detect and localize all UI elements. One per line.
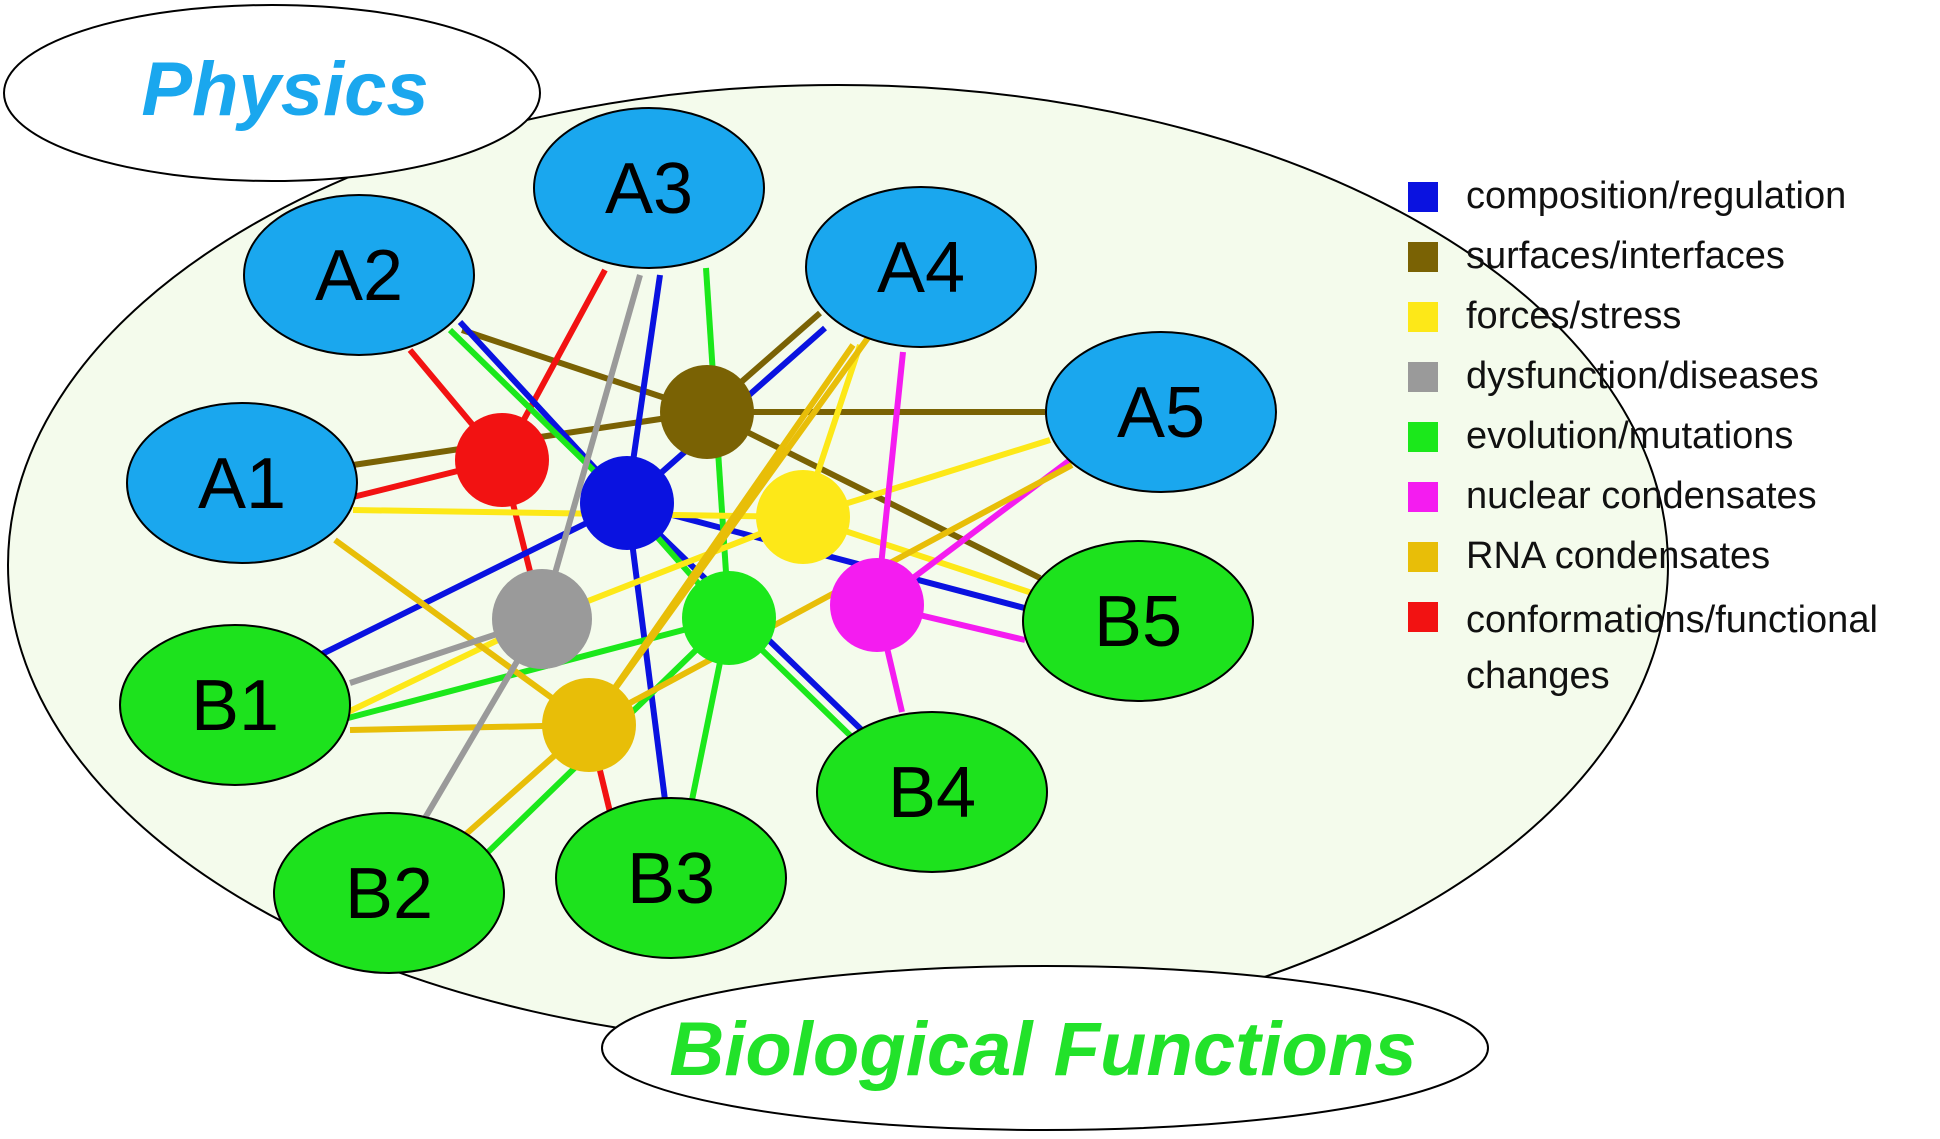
- node-b5: B5: [1022, 540, 1254, 702]
- legend-label: evolution/mutations: [1466, 415, 1794, 457]
- legend-label: forces/stress: [1466, 295, 1682, 337]
- legend-swatch: [1408, 242, 1438, 272]
- edge-gold: [586, 333, 873, 727]
- node-b1-label: B1: [191, 666, 279, 746]
- node-b5-label: B5: [1094, 582, 1182, 662]
- hub-composition: [580, 456, 674, 550]
- node-a4: A4: [805, 186, 1037, 348]
- legend-item-conformations: conformations/functional changes: [1408, 592, 1938, 704]
- node-a5-label: A5: [1117, 373, 1205, 453]
- physics-title: Physics: [3, 4, 541, 182]
- legend-item-surfaces: surfaces/interfaces: [1408, 232, 1938, 292]
- node-a5: A5: [1045, 331, 1277, 493]
- hub-conformations: [455, 413, 549, 507]
- hub-evolution: [682, 571, 776, 665]
- legend-label: surfaces/interfaces: [1466, 235, 1785, 277]
- edge-blue: [624, 502, 668, 801]
- node-b4-label: B4: [888, 753, 976, 833]
- node-a2-label: A2: [315, 236, 403, 316]
- edge-gold: [333, 537, 591, 728]
- node-a1: A1: [126, 402, 358, 564]
- node-b1: B1: [119, 624, 351, 786]
- legend-swatch: [1408, 302, 1438, 332]
- node-a2: A2: [243, 194, 475, 356]
- edge-yellow: [352, 507, 804, 520]
- legend-label: nuclear condensates: [1466, 475, 1817, 517]
- hub-nuclear: [830, 558, 924, 652]
- hub-dysfunction: [492, 569, 592, 669]
- legend-label: dysfunction/diseases: [1466, 355, 1819, 397]
- legend-swatch: [1408, 602, 1438, 632]
- legend-item-nuclear: nuclear condensates: [1408, 472, 1938, 532]
- hub-forces: [756, 470, 850, 564]
- legend-swatch: [1408, 362, 1438, 392]
- edge-blue: [318, 500, 629, 658]
- biological-functions-title-text: Biological Functions: [669, 1007, 1416, 1092]
- biological-functions-title: Biological Functions: [601, 965, 1489, 1131]
- node-b4: B4: [816, 711, 1048, 873]
- node-a1-label: A1: [198, 444, 286, 524]
- legend-swatch: [1408, 182, 1438, 212]
- legend-label: RNA condensates: [1466, 535, 1771, 577]
- hubs: [455, 365, 924, 772]
- legend-item-forces: forces/stress: [1408, 292, 1938, 352]
- legend-item-evolution: evolution/mutations: [1408, 412, 1938, 472]
- legend-item-dysfunction: dysfunction/diseases: [1408, 352, 1938, 412]
- legend-swatch: [1408, 542, 1438, 572]
- legend-label: conformations/functional changes: [1466, 599, 1878, 697]
- legend-item-composition: composition/regulation: [1408, 172, 1938, 232]
- node-b3-label: B3: [627, 839, 715, 919]
- legend-swatch: [1408, 422, 1438, 452]
- node-b2: B2: [273, 812, 505, 974]
- node-b3: B3: [555, 797, 787, 959]
- edge-blue: [626, 500, 1033, 613]
- node-a3-label: A3: [605, 149, 693, 229]
- edge-gold: [587, 462, 1074, 728]
- physics-title-text: Physics: [141, 47, 428, 132]
- node-b2-label: B2: [345, 854, 433, 934]
- legend-swatch: [1408, 482, 1438, 512]
- node-a3: A3: [533, 107, 765, 269]
- hub-rna: [542, 678, 636, 772]
- hub-surfaces: [660, 365, 754, 459]
- edge-gray: [539, 274, 643, 620]
- legend-label: composition/regulation: [1466, 175, 1847, 217]
- node-a4-label: A4: [877, 228, 965, 308]
- legend-item-rna: RNA condensates: [1408, 532, 1938, 592]
- legend: composition/regulation surfaces/interfac…: [1408, 172, 1938, 704]
